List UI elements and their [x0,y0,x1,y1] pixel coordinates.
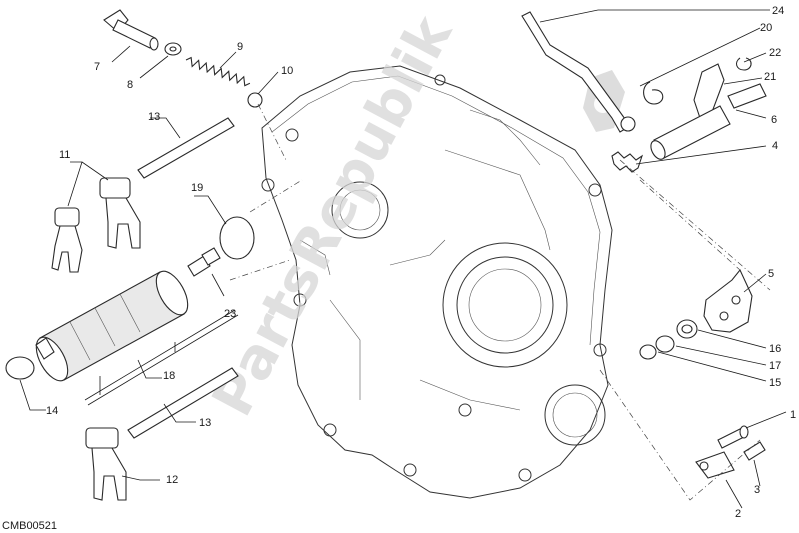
drum-span-tick [99,342,176,395]
callout-9: 9 [237,41,243,53]
callout-labels: 1 2 3 4 5 6 7 8 9 10 11 12 13 13 14 15 1… [46,5,796,520]
watermark: PartsRepublik [200,4,625,427]
sensor-part-23 [187,247,221,277]
assembly-line [257,103,287,161]
spring-part-20 [643,81,664,105]
callout-1: 1 [790,409,796,421]
screw-part-1 [717,425,749,449]
assembly-line [639,179,741,271]
shift-lever-part-24 [521,11,636,133]
callout-7: 7 [94,61,100,73]
callout-5: 5 [768,268,774,280]
callout-12: 12 [166,474,178,486]
plate-part-5 [703,268,753,333]
callout-10: 10 [281,65,293,77]
assembly-line [249,179,303,213]
shift-drum-part-18 [35,270,189,382]
drum-span-line [84,309,236,401]
callout-6: 6 [771,114,777,126]
callout-2: 2 [735,508,741,520]
circlip-part-14 [5,356,35,380]
callout-8: 8 [127,79,133,91]
o-ring-part-19 [219,216,255,260]
washer-hole [169,46,177,52]
leader-lines [19,9,787,509]
callout-3: 3 [754,484,760,496]
callout-13-lower: 13 [199,417,211,429]
assembly-line [229,259,291,281]
shift-fork-part-11 [51,177,141,273]
callout-15: 15 [769,377,781,389]
callout-20: 20 [760,22,772,34]
callout-19: 19 [191,182,203,194]
pawl-part-21 [693,63,767,119]
spring-part-9 [185,56,251,87]
circlip-part-15 [639,344,657,360]
callout-13-upper: 13 [148,111,160,123]
callout-18: 18 [163,370,175,382]
callout-4: 4 [772,140,778,152]
callout-16: 16 [769,343,781,355]
ball-part-10 [247,92,263,108]
bolt-part-7 [103,9,159,51]
assembly-line [619,159,771,291]
crankcase-half [261,65,613,499]
callout-23: 23 [224,308,236,320]
assembly-line [599,369,761,501]
bushing-part-17 [655,335,675,353]
callout-17: 17 [769,360,781,372]
callout-14: 14 [46,405,58,417]
callout-24: 24 [772,5,784,17]
callout-22: 22 [769,47,781,59]
svg-text:PartsRepublik: PartsRepublik [200,4,466,426]
rod-part-13-lower [127,367,239,439]
drum-span-line [87,314,239,406]
shift-shaft-part-6 [650,105,731,160]
rod-part-13-upper [137,117,235,179]
washer-hole [681,324,693,334]
screw-part-3 [743,441,766,461]
callout-11: 11 [59,149,70,161]
bracket-part-2 [695,451,735,479]
diagram-code: CMB00521 [2,520,57,532]
spring-part-4 [611,151,644,173]
callout-21: 21 [764,71,776,83]
shift-fork-part-12 [85,427,127,501]
